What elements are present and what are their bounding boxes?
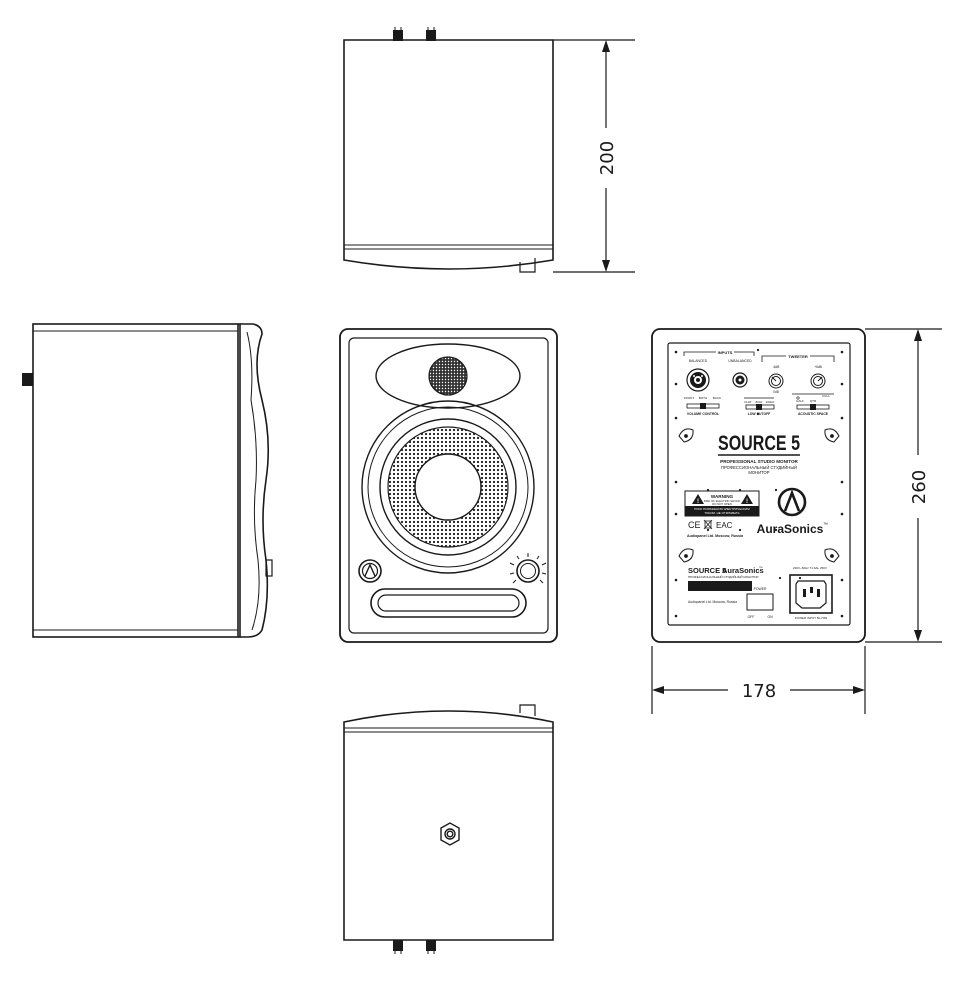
label-model: SOURCE 5	[688, 566, 726, 575]
bottom-view	[343, 704, 554, 954]
side-view	[22, 323, 273, 638]
height-dimension-label: 260	[909, 470, 930, 504]
unbalanced-label: UNBALANCED	[728, 359, 752, 363]
warning-ru-2: ТОКОМ. НЕ ОТКРЫВАТЬ	[704, 511, 739, 515]
tweeter-header: TWEETER	[788, 354, 808, 359]
svg-text:BACK: BACK	[713, 396, 721, 400]
eac-mark: EAC	[716, 521, 733, 530]
front-view-body	[339, 328, 558, 643]
power-switch	[746, 593, 774, 611]
top-view-body	[343, 39, 554, 270]
front-view	[339, 328, 558, 643]
warning-label: ! !	[684, 490, 760, 517]
rear-view-body	[651, 328, 866, 643]
balanced-label: BALANCED	[689, 359, 708, 363]
depth-dimension	[553, 39, 635, 273]
label-maker: Audiopanel Ltd. Moscow, Russia	[688, 600, 737, 604]
svg-text:!: !	[697, 499, 699, 505]
fuse-label: POWER INPUT 60-70W	[795, 616, 828, 620]
front-volume-knob	[509, 553, 547, 584]
svg-text:HALF: HALF	[796, 399, 804, 403]
rca-input	[732, 372, 748, 388]
tweeter-waveguide	[375, 343, 521, 409]
rear-mount-clips	[678, 428, 840, 563]
acoustic-space-label: ACOUSTIC SPACE	[798, 412, 829, 416]
woofer-dustcap	[414, 453, 482, 521]
svg-text:!: !	[746, 499, 748, 505]
woofer-surround	[361, 400, 535, 574]
rear-brand-logo	[777, 487, 807, 517]
ce-mark: CE	[688, 520, 701, 530]
depth-dimension-label: 200	[597, 141, 618, 175]
power-label: POWER	[754, 587, 767, 591]
width-dimension	[651, 646, 866, 714]
warning-title: WARNING	[711, 494, 734, 499]
bottom-view-connectors	[393, 940, 436, 951]
svg-text:100Hz: 100Hz	[766, 400, 775, 404]
label-brand: AuraSonics	[722, 566, 764, 575]
bottom-view-body	[343, 710, 554, 941]
rear-panel-screws	[674, 348, 844, 618]
svg-text:FLAT: FLAT	[744, 400, 751, 404]
svg-text:FRONT: FRONT	[684, 396, 694, 400]
power-on-label: ON	[767, 615, 773, 619]
rear-model-name: SOURCE 5	[718, 432, 800, 455]
warning-ru-1: РИСК ПОРАЖЕНИЯ ЭЛЕКТРИЧЕСКИМ	[694, 507, 750, 511]
volume-control-label: VOLUME CONTROL	[687, 412, 719, 416]
svg-text:FULL: FULL	[822, 394, 830, 398]
tweeter-plus-label: +6dB	[814, 365, 822, 369]
weee-icon	[703, 519, 713, 530]
top-view-connectors	[393, 30, 436, 41]
warning-line-1: RISK OF ELECTRIC SHOCK	[704, 499, 741, 503]
tweeter-knobs	[768, 373, 826, 389]
front-logo	[358, 559, 382, 583]
serial-barcode	[688, 581, 752, 591]
rear-brand-tm: ™	[823, 522, 828, 528]
warning-line-2: DO NOT OPEN	[712, 502, 732, 506]
acoustic-space-switch: HALF QTR FULL	[792, 393, 834, 410]
rear-subtitle-ru-2: МОНИТОР	[748, 470, 769, 475]
svg-text:QTR: QTR	[810, 399, 817, 403]
iec-power-inlet	[789, 574, 833, 614]
tweeter	[428, 356, 468, 396]
svg-text:BOTH: BOTH	[699, 396, 707, 400]
tweeter-zero-label: 0dB	[773, 390, 779, 394]
bass-port	[370, 588, 527, 618]
width-dimension-label: 178	[742, 681, 776, 702]
rear-maker: Audiopanel Ltd. Moscow, Russia	[687, 534, 744, 538]
rear-view: INPUTS BALANCED UNBALANCED TWEETER -6dB …	[651, 328, 866, 643]
tweeter-minus-label: -6dB	[773, 365, 780, 369]
svg-text:™: ™	[759, 566, 763, 570]
low-cutoff-label: LOW CUTOFF	[748, 412, 771, 416]
top-view	[343, 27, 554, 273]
side-view-front-bezel	[240, 323, 270, 638]
rear-brand-name: AuraSonics	[757, 522, 824, 536]
height-dimension	[865, 328, 942, 643]
xlr-combo-input	[686, 368, 710, 392]
svg-text:80Hz: 80Hz	[755, 400, 763, 404]
inputs-header: INPUTS	[718, 350, 733, 355]
rear-subtitle-en: PROFESSIONAL STUDIO MONITOR	[720, 459, 798, 464]
side-view-rear-connector	[22, 373, 33, 386]
rear-subtitle-ru-1: ПРОФЕССИОНАЛЬНЫЙ СТУДИЙНЫЙ	[721, 465, 797, 470]
mains-label: 230V~50Hz T1.6AL 250V	[793, 566, 827, 570]
bottom-mount-insert	[440, 822, 460, 846]
low-cutoff-switch: FLAT 80Hz 100Hz	[744, 397, 775, 410]
power-off-label: OFF	[748, 615, 755, 619]
label-ru: ПРОФЕССИОНАЛЬНЫЙ СТУДИЙНЫЙ МОНИТОР	[688, 575, 759, 579]
volume-mode-switch: FRONT BOTH BACK	[684, 396, 721, 409]
